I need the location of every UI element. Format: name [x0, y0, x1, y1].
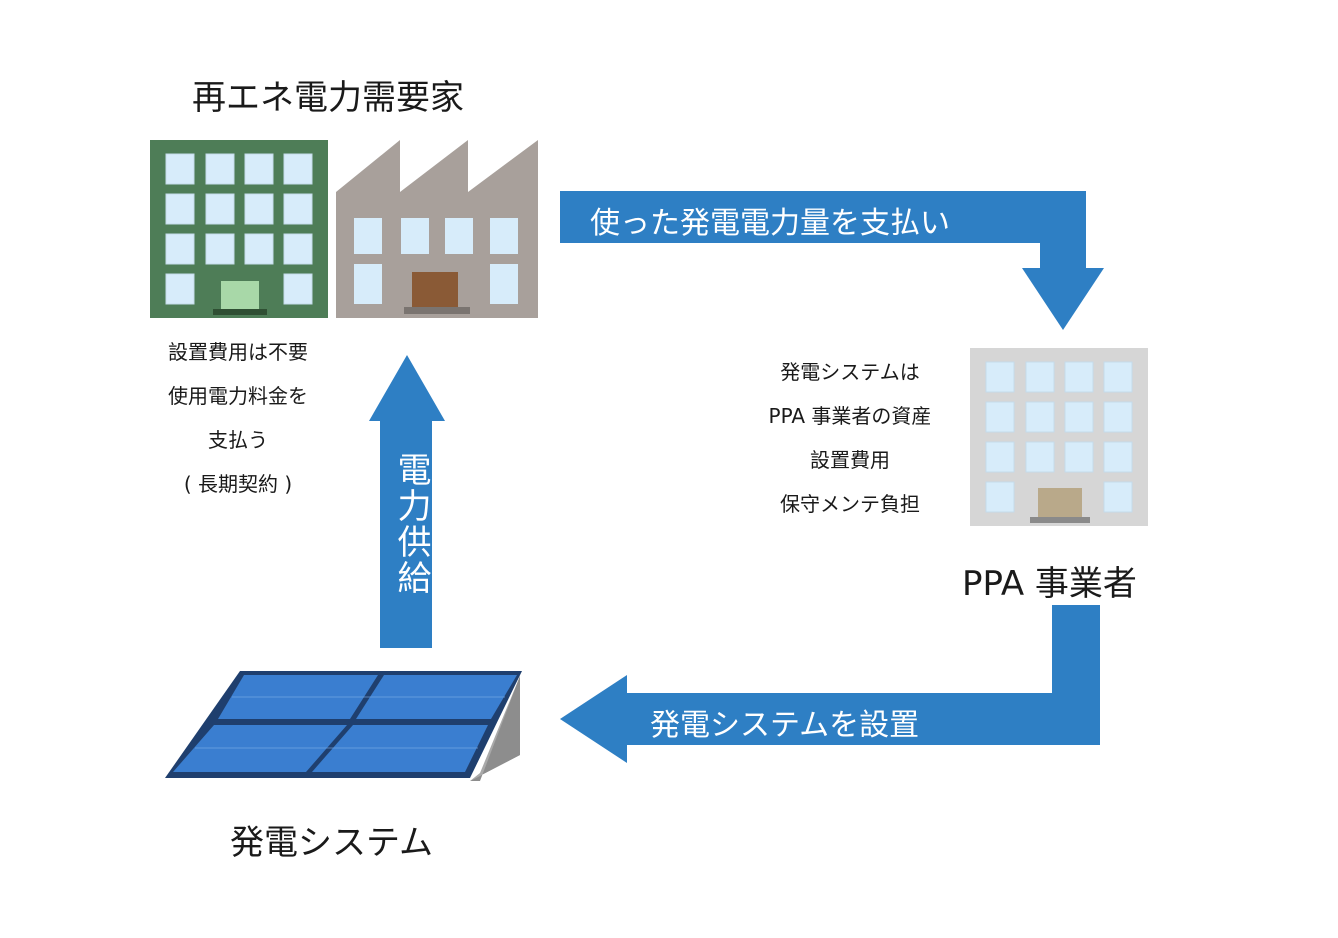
consumer-note-line: 使用電力料金を	[168, 384, 308, 408]
consumer-notes: 設置費用は不要 使用電力料金を 支払う ( 長期契約 )	[140, 330, 336, 506]
ppa-building-icon	[970, 348, 1148, 526]
office-building-icon	[150, 140, 328, 318]
ppa-notes: 発電システムは PPA 事業者の資産 設置費用 保守メンテ負担	[740, 350, 960, 526]
consumer-title: 再エネ電力需要家	[192, 78, 464, 118]
consumer-note-line: 設置費用は不要	[168, 340, 308, 364]
factory-icon	[336, 140, 538, 318]
payment-arrow-label: 使った発電電力量を支払い	[590, 206, 950, 241]
consumer-note-line: ( 長期契約 )	[183, 472, 293, 496]
payment-arrow-icon	[560, 191, 1104, 330]
install-arrow-label: 発電システムを設置	[650, 708, 920, 743]
system-title: 発電システム	[230, 823, 433, 863]
ppa-note-line: PPA 事業者の資産	[768, 404, 932, 428]
ppa-note-line: 設置費用	[810, 448, 890, 472]
supply-arrow-label: 電力供給	[391, 452, 431, 596]
consumer-note-line: 支払う	[208, 428, 268, 452]
solar-panel-icon	[165, 671, 522, 781]
ppa-note-line: 保守メンテ負担	[780, 492, 920, 516]
install-arrow-icon	[560, 605, 1100, 763]
ppa-title: PPA 事業者	[962, 564, 1137, 604]
supply-arrow-icon	[369, 355, 445, 648]
ppa-note-line: 発電システムは	[780, 360, 920, 384]
